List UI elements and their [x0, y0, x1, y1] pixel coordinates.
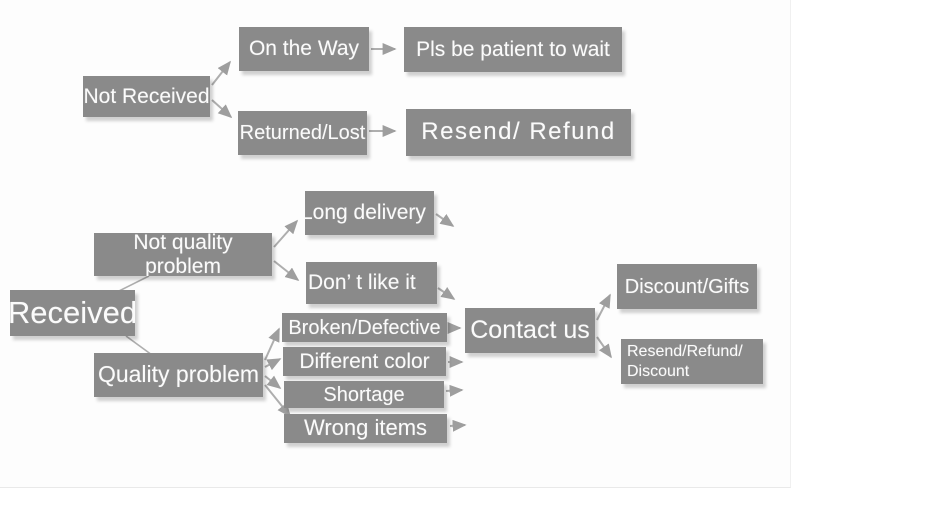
node-pls-be-patient-label: Pls be patient to wait	[416, 37, 610, 61]
node-quality-problem: Quality problem	[94, 353, 263, 397]
node-shortage: Shortage	[284, 381, 444, 408]
node-long-delivery: Long delivery	[305, 191, 434, 235]
node-returned-lost: Returned/Lost	[238, 111, 367, 155]
node-contact-us-label: Contact us	[470, 315, 590, 344]
node-different-color-label: Different color	[299, 349, 430, 373]
node-discount-gifts-label: Discount/Gifts	[624, 275, 750, 298]
node-resend-refund: Resend/ Refund	[406, 109, 631, 156]
node-returned-lost-label: Returned/Lost	[239, 122, 366, 144]
node-discount-gifts: Discount/Gifts	[617, 264, 757, 309]
node-pls-be-patient: Pls be patient to wait	[404, 27, 622, 72]
node-long-delivery-label: Long delivery	[305, 201, 426, 225]
node-not-received: Not Received	[83, 76, 210, 117]
node-broken-defective-label: Broken/Defective	[288, 316, 441, 339]
node-resend-refund-label: Resend/ Refund	[421, 118, 616, 146]
node-wrong-items: Wrong items	[284, 414, 447, 443]
node-wrong-items-label: Wrong items	[303, 415, 428, 441]
node-not-quality-problem: Not quality problem	[94, 233, 272, 276]
node-different-color: Different color	[283, 347, 446, 376]
node-not-quality-problem-label: Not quality problem	[133, 233, 233, 276]
node-quality-problem-label: Quality problem	[97, 361, 260, 388]
node-dont-like-it: Don’ t like it	[306, 262, 437, 304]
node-resend-refund-discount-label: Resend/Refund/ Discount	[627, 343, 743, 380]
node-contact-us: Contact us	[465, 308, 595, 353]
node-dont-like-it-label: Don’ t like it	[308, 271, 416, 295]
node-on-the-way: On the Way	[239, 27, 369, 71]
node-on-the-way-label: On the Way	[248, 37, 360, 61]
node-received-label: Received	[10, 294, 135, 330]
node-not-received-label: Not Received	[83, 84, 210, 108]
node-broken-defective: Broken/Defective	[282, 313, 447, 342]
node-resend-refund-discount: Resend/Refund/ Discount	[621, 339, 763, 384]
node-shortage-label: Shortage	[323, 383, 405, 406]
node-received: Received	[10, 290, 135, 336]
